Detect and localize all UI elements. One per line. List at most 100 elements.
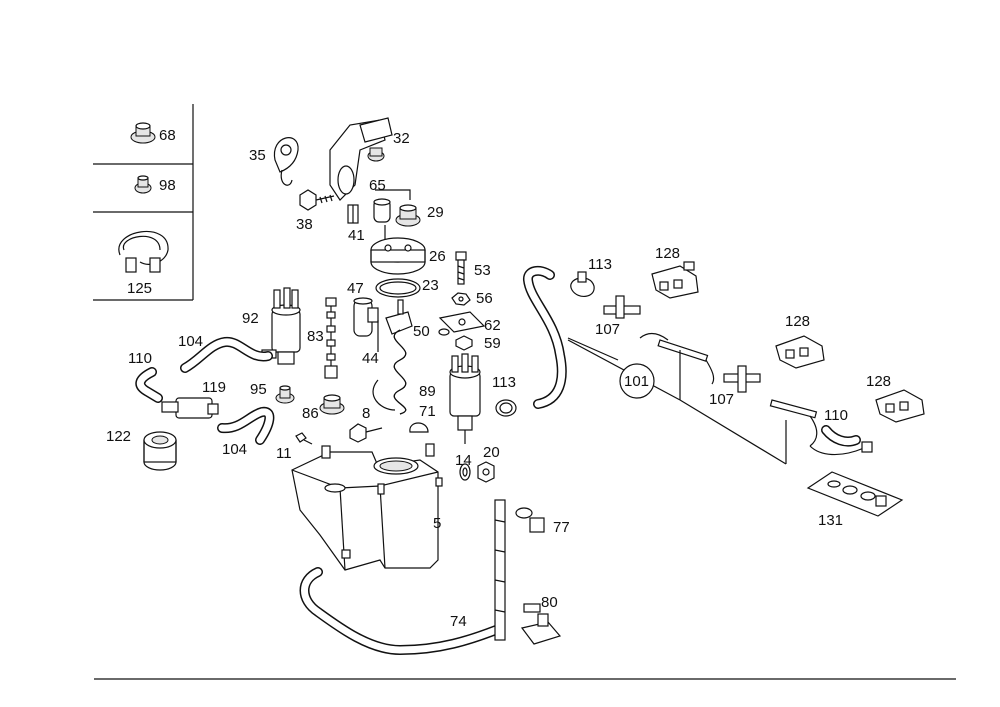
- callout-65: 65: [369, 177, 386, 194]
- callout-74: 74: [450, 613, 467, 630]
- seal-ring-23-part: [375, 278, 421, 298]
- grommet-98-part: [134, 175, 152, 194]
- callout-89: 89: [419, 383, 436, 400]
- callout-59: 59: [484, 335, 501, 352]
- legend-label-98: 98: [159, 177, 176, 194]
- callout-113-top: 113: [588, 256, 612, 273]
- legend-box: 68 98 125: [93, 104, 194, 301]
- screw-38-part: [299, 189, 335, 211]
- filter-122-part: [143, 431, 177, 471]
- callout-56: 56: [476, 290, 493, 307]
- callout-23: 23: [422, 277, 439, 294]
- callout-circle-101: [619, 363, 655, 399]
- callout-128-right: 128: [866, 373, 891, 390]
- connector-128-top-part: [651, 261, 699, 299]
- callout-104-lower: 104: [222, 441, 247, 458]
- legend-label-68: 68: [159, 127, 176, 144]
- grommet-95-part: [275, 385, 295, 404]
- callout-26: 26: [429, 248, 446, 265]
- callout-101: 101: [624, 373, 649, 390]
- screw-11-part: [295, 432, 313, 445]
- hose-89-part: [372, 329, 407, 415]
- nut-59-part: [438, 328, 473, 351]
- clamp-113-part: [495, 399, 517, 417]
- nozzle-line-lower-part: [769, 399, 818, 447]
- callout-11: 11: [276, 445, 292, 462]
- clamp-35-part: [273, 137, 299, 186]
- callout-92: 92: [242, 310, 259, 327]
- callout-8: 8: [362, 405, 370, 422]
- hose-110-left-part: [135, 367, 163, 403]
- clip-71-part: [409, 422, 429, 433]
- callout-95: 95: [250, 381, 267, 398]
- callout-47: 47: [347, 280, 364, 297]
- callout-77: 77: [553, 519, 570, 536]
- pump-center-part: [449, 353, 481, 444]
- hose-74-part: [299, 567, 501, 655]
- callout-71: 71: [419, 403, 436, 420]
- bolt-8-part: [349, 423, 383, 443]
- callout-119: 119: [202, 379, 226, 396]
- connector-128-right-part: [875, 389, 925, 423]
- callout-44: 44: [362, 350, 379, 367]
- cover-26-part: [370, 225, 426, 275]
- hose-104-upper-part: [180, 336, 273, 373]
- level-sensor-83-part: [324, 297, 338, 379]
- callout-122: 122: [106, 428, 131, 445]
- tee-107-lower-part: [723, 365, 761, 393]
- callout-29: 29: [427, 204, 444, 221]
- clamp-113-top-part: [570, 271, 595, 297]
- rod-74-part: [494, 499, 506, 641]
- grommet-86-part: [319, 394, 345, 415]
- nozzle-line-upper-part: [639, 332, 715, 385]
- connector-50-part: [385, 299, 413, 335]
- callout-110-right: 110: [824, 407, 848, 424]
- callout-14: 14: [455, 452, 472, 469]
- clip-80-part: [520, 603, 562, 645]
- hose-clamp-125-part: [118, 230, 169, 273]
- callout-50: 50: [413, 323, 430, 340]
- callout-86: 86: [302, 405, 319, 422]
- callout-labels: 32 35 38 41 65 29 26 53 23 47 56 62 50 5…: [106, 130, 891, 630]
- callout-107-lower: 107: [709, 391, 734, 408]
- float-47-part: [353, 297, 379, 337]
- callout-32: 32: [393, 130, 410, 147]
- module-131-part: [806, 471, 904, 517]
- grommet-68-part: [130, 122, 156, 144]
- hose-110-right-part: [809, 425, 873, 456]
- washer-14-part: [459, 463, 471, 481]
- tee-107-upper-part: [603, 295, 641, 319]
- callout-5: 5: [433, 515, 441, 532]
- connector-119-part: [161, 397, 219, 419]
- grommet-65-part: [373, 189, 411, 223]
- callout-131: 131: [818, 512, 843, 529]
- callout-53: 53: [474, 262, 491, 279]
- bracket-32-part: [329, 117, 393, 201]
- bracket-lines-101: [567, 337, 787, 465]
- callout-38: 38: [296, 216, 313, 233]
- legend-label-125: 125: [127, 280, 152, 297]
- hose-main-part: [523, 265, 567, 409]
- callout-35: 35: [249, 147, 266, 164]
- callout-107-upper: 107: [595, 321, 620, 338]
- callout-104-upper: 104: [178, 333, 203, 350]
- callout-128-top: 128: [655, 245, 680, 262]
- reservoir-5-part: [291, 443, 443, 571]
- callout-83: 83: [307, 328, 324, 345]
- washer-56-part: [451, 292, 471, 306]
- callout-113-center: 113: [492, 374, 516, 391]
- plate-62-part: [438, 311, 486, 333]
- grommet-29-part: [395, 204, 421, 227]
- callout-128-middle: 128: [785, 313, 810, 330]
- nut-20-part: [477, 461, 495, 483]
- callout-62: 62: [484, 317, 501, 334]
- callout-110-left: 110: [128, 350, 152, 367]
- clip-77-part: [515, 507, 545, 533]
- callout-41: 41: [348, 227, 365, 244]
- screw-53-part: [455, 251, 467, 285]
- callout-80: 80: [541, 594, 558, 611]
- hose-104-lower-part: [217, 406, 275, 445]
- connector-128-middle-part: [775, 335, 825, 369]
- callout-20: 20: [483, 444, 500, 461]
